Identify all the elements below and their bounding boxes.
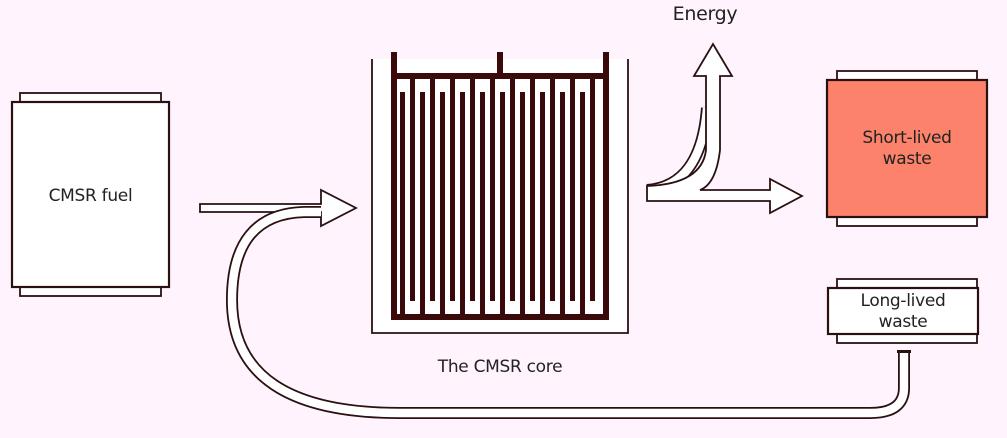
fuel-box <box>10 92 171 297</box>
core-rod-bottom-7 <box>540 92 545 314</box>
core-pipe-right <box>603 52 609 82</box>
core-rod-top-3 <box>470 79 475 301</box>
core-label: The CMSR core <box>437 357 563 377</box>
core-pipe-center <box>497 52 503 78</box>
short-lived-waste-label-line2: waste <box>882 149 932 169</box>
short-lived-waste-label-line1: Short-lived <box>862 128 952 148</box>
fuel-to-core-arrow <box>199 188 358 228</box>
energy-label: Energy <box>672 3 738 25</box>
core-rod-top-1 <box>430 79 435 301</box>
short-lived-waste-label: Short-lived waste <box>827 128 987 170</box>
core-rod-top-0 <box>410 79 415 301</box>
core-rods <box>391 52 609 320</box>
core-rod-bottom-8 <box>560 92 565 314</box>
core-rod-top-2 <box>450 79 455 301</box>
recycle-loop-arrow-inner <box>227 207 909 418</box>
long-lived-waste-box <box>826 278 980 344</box>
long-lived-waste-label: Long-lived waste <box>828 291 978 333</box>
core-rod-bottom-0 <box>400 92 405 314</box>
long-lived-waste-label-line1: Long-lived <box>860 291 946 311</box>
core-pipe-left <box>391 52 397 82</box>
core-rod-bottom-2 <box>440 92 445 314</box>
recycle-loop-cap <box>897 350 911 353</box>
core-rod-bottom-5 <box>500 92 505 314</box>
core-rod-bottom-4 <box>480 92 485 314</box>
core-rod-top-8 <box>570 79 575 301</box>
core-top-manifold <box>397 73 609 79</box>
core-rod-top-4 <box>490 79 495 301</box>
core-rod-top-7 <box>550 79 555 301</box>
core-rod-top-5 <box>510 79 515 301</box>
fuel-label: CMSR fuel <box>48 186 133 206</box>
core-rod-bottom-1 <box>420 92 425 314</box>
core-side-right <box>603 80 609 320</box>
core-rod-bottom-6 <box>520 92 525 314</box>
core-rod-top-9 <box>590 79 595 301</box>
core-side-left <box>391 80 397 320</box>
core-rod-top-6 <box>530 79 535 301</box>
core-rod-bottom-9 <box>580 92 585 314</box>
core-rod-bottom-3 <box>460 92 465 314</box>
short-lived-waste-box <box>825 70 989 227</box>
long-lived-waste-label-line2: waste <box>878 312 928 332</box>
core-bottom-manifold <box>391 314 609 320</box>
